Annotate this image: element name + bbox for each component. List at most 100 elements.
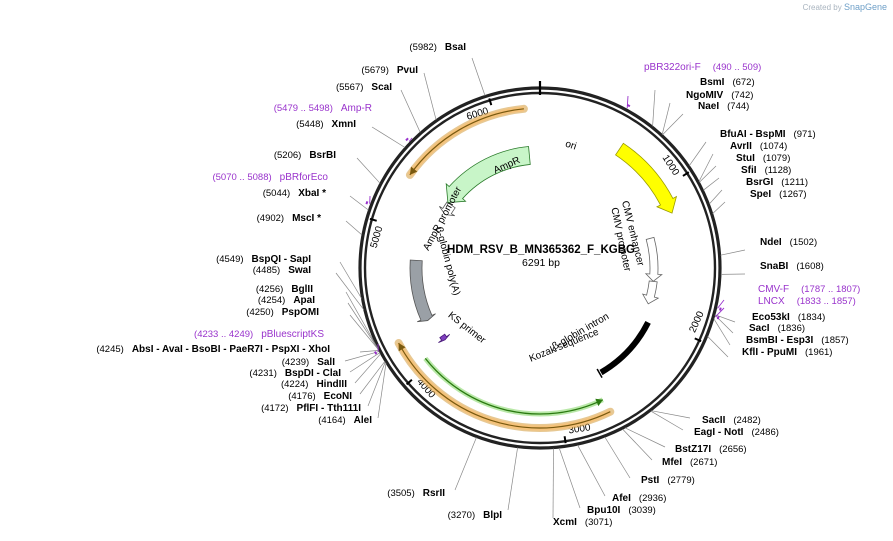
site-sali[interactable]: SalI(4239) xyxy=(282,357,335,368)
site-bsrbi[interactable]: BsrBI(5206) xyxy=(274,150,336,161)
primer-label[interactable]: pBRforEco xyxy=(280,172,329,183)
feature-shape[interactable] xyxy=(439,201,456,217)
site-bspdi[interactable]: BspDI - ClaI(4231) xyxy=(249,368,341,379)
feature-shape[interactable] xyxy=(445,146,531,203)
primer-pbrforeco[interactable]: pBRforEco(5070 .. 5088) xyxy=(212,172,328,183)
site-name[interactable]: AbsI - AvaI - BsoBI - PaeR7I - PspXI - X… xyxy=(132,344,330,355)
site-ndei[interactable]: NdeI(1502) xyxy=(760,237,817,248)
site-name[interactable]: NdeI xyxy=(760,237,782,248)
feature-ori[interactable] xyxy=(615,142,678,214)
site-name[interactable]: SacII xyxy=(702,415,726,426)
feature-ampr-promoter[interactable] xyxy=(439,201,456,217)
site-pvui[interactable]: PvuI(5679) xyxy=(361,65,418,76)
feature-globin-intron[interactable] xyxy=(599,321,651,376)
site-name[interactable]: EagI - NotI xyxy=(694,427,744,438)
site-name[interactable]: HindIII xyxy=(316,379,347,390)
site-spei[interactable]: SpeI(1267) xyxy=(750,189,807,200)
site-name[interactable]: SacI xyxy=(749,323,770,334)
feature-shape[interactable] xyxy=(599,321,651,376)
site-msci[interactable]: MscI *(4902) xyxy=(257,213,321,224)
site-naei[interactable]: NaeI(744) xyxy=(698,101,749,112)
site-bpu10i[interactable]: Bpu10I(3039) xyxy=(587,505,656,516)
site-bsai[interactable]: BsaI(5982) xyxy=(409,42,466,53)
site-name[interactable]: BspQI - SapI xyxy=(252,254,312,265)
site-name[interactable]: BsrBI xyxy=(309,150,336,161)
site-scai[interactable]: ScaI(5567) xyxy=(336,82,392,93)
primer-pbr322ori-f[interactable]: pBR322ori-F(490 .. 509) xyxy=(644,62,761,73)
site-name[interactable]: AfeI xyxy=(612,493,631,504)
site-absi[interactable]: AbsI - AvaI - BsoBI - PaeR7I - PspXI - X… xyxy=(96,344,330,355)
site-bsrgi[interactable]: BsrGI(1211) xyxy=(746,177,808,188)
site-name[interactable]: KflI - PpuMI xyxy=(742,347,797,358)
site-name[interactable]: XcmI xyxy=(553,517,577,528)
primer-amp-r[interactable]: Amp-R(5479 .. 5498) xyxy=(274,103,372,114)
site-hindiii[interactable]: HindIII(4224) xyxy=(281,379,347,390)
primer-cmv-f[interactable]: CMV-F(1787 .. 1807) xyxy=(758,284,860,295)
feature-cmv-promoter[interactable] xyxy=(641,280,660,305)
site-name[interactable]: PstI xyxy=(641,475,660,486)
feature-shape[interactable] xyxy=(615,142,678,214)
primer-lncx[interactable]: LNCX(1833 .. 1857) xyxy=(758,296,856,307)
site-name[interactable]: PvuI xyxy=(397,65,418,76)
feature-cmv-enhancer[interactable] xyxy=(644,236,663,282)
site-sfii[interactable]: SfiI(1128) xyxy=(741,165,791,176)
site-name[interactable]: EcoNI xyxy=(324,391,353,402)
site-kfli[interactable]: KflI - PpuMI(1961) xyxy=(742,347,832,358)
site-saci[interactable]: SacI(1836) xyxy=(749,323,805,334)
site-name[interactable]: SalI xyxy=(317,357,335,368)
site-name[interactable]: SpeI xyxy=(750,189,771,200)
site-xcmi[interactable]: XcmI(3071) xyxy=(553,517,612,528)
site-name[interactable]: BfuAI - BspMI xyxy=(720,129,786,140)
site-name[interactable]: BstZ17I xyxy=(675,444,711,455)
site-name[interactable]: ScaI xyxy=(371,82,392,93)
site-bstz17i[interactable]: BstZ17I(2656) xyxy=(675,444,747,455)
site-stui[interactable]: StuI(1079) xyxy=(736,153,790,164)
site-name[interactable]: Eco53kI xyxy=(752,312,790,323)
site-name[interactable]: PflFI - Tth111I xyxy=(297,403,362,414)
site-name[interactable]: MscI * xyxy=(292,213,321,224)
site-name[interactable]: AvrII xyxy=(730,141,752,152)
site-name[interactable]: SfiI xyxy=(741,165,757,176)
site-bspqi[interactable]: BspQI - SapI(4549) xyxy=(216,254,311,265)
site-name[interactable]: NaeI xyxy=(698,101,719,112)
site-rsrii[interactable]: RsrII(3505) xyxy=(387,488,445,499)
site-afei[interactable]: AfeI(2936) xyxy=(612,493,666,504)
site-name[interactable]: BlpI xyxy=(483,510,502,521)
site-bsmi[interactable]: BsmI(672) xyxy=(700,77,755,88)
feature-shape[interactable] xyxy=(409,259,436,323)
primer-label[interactable]: Amp-R xyxy=(341,103,372,114)
primer-pbluescriptks[interactable]: pBluescriptKS(4233 .. 4249) xyxy=(194,329,324,340)
site-pflfi[interactable]: PflFI - Tth111I(4172) xyxy=(261,403,361,414)
site-name[interactable]: StuI xyxy=(736,153,755,164)
site-econi[interactable]: EcoNI(4176) xyxy=(288,391,352,402)
site-name[interactable]: BspDI - ClaI xyxy=(285,368,341,379)
feature-ks-primer[interactable] xyxy=(438,333,451,343)
site-snabi[interactable]: SnaBI(1608) xyxy=(760,261,824,272)
site-ngomiv[interactable]: NgoMIV(742) xyxy=(686,90,753,101)
site-name[interactable]: XbaI * xyxy=(298,188,326,199)
site-name[interactable]: Bpu10I xyxy=(587,505,621,516)
site-bsmbi[interactable]: BsmBI - Esp3I(1857) xyxy=(746,335,849,346)
site-name[interactable]: XmnI xyxy=(332,119,357,130)
site-avrii[interactable]: AvrII(1074) xyxy=(730,141,787,152)
site-name[interactable]: SnaBI xyxy=(760,261,789,272)
site-bglii[interactable]: BglII(4256) xyxy=(256,284,313,295)
site-name[interactable]: RsrII xyxy=(423,488,445,499)
site-swai[interactable]: SwaI(4485) xyxy=(253,265,311,276)
feature-shape[interactable] xyxy=(641,280,660,305)
site-eagi[interactable]: EagI - NotI(2486) xyxy=(694,427,779,438)
site-name[interactable]: NgoMIV xyxy=(686,90,724,101)
site-bfuai[interactable]: BfuAI - BspMI(971) xyxy=(720,129,816,140)
primer-label[interactable]: LNCX xyxy=(758,296,785,307)
site-name[interactable]: AleI xyxy=(354,415,373,426)
site-xbai[interactable]: XbaI *(5044) xyxy=(263,188,326,199)
site-apai[interactable]: ApaI(4254) xyxy=(258,295,315,306)
site-alei[interactable]: AleI(4164) xyxy=(318,415,372,426)
site-eco53ki[interactable]: Eco53kI(1834) xyxy=(752,312,825,323)
feature-shape[interactable] xyxy=(438,333,451,343)
feature-ampr[interactable] xyxy=(445,146,531,203)
site-name[interactable]: BglII xyxy=(291,284,313,295)
site-xmni[interactable]: XmnI(5448) xyxy=(296,119,356,130)
feature-globin-poly-a[interactable] xyxy=(409,259,436,323)
